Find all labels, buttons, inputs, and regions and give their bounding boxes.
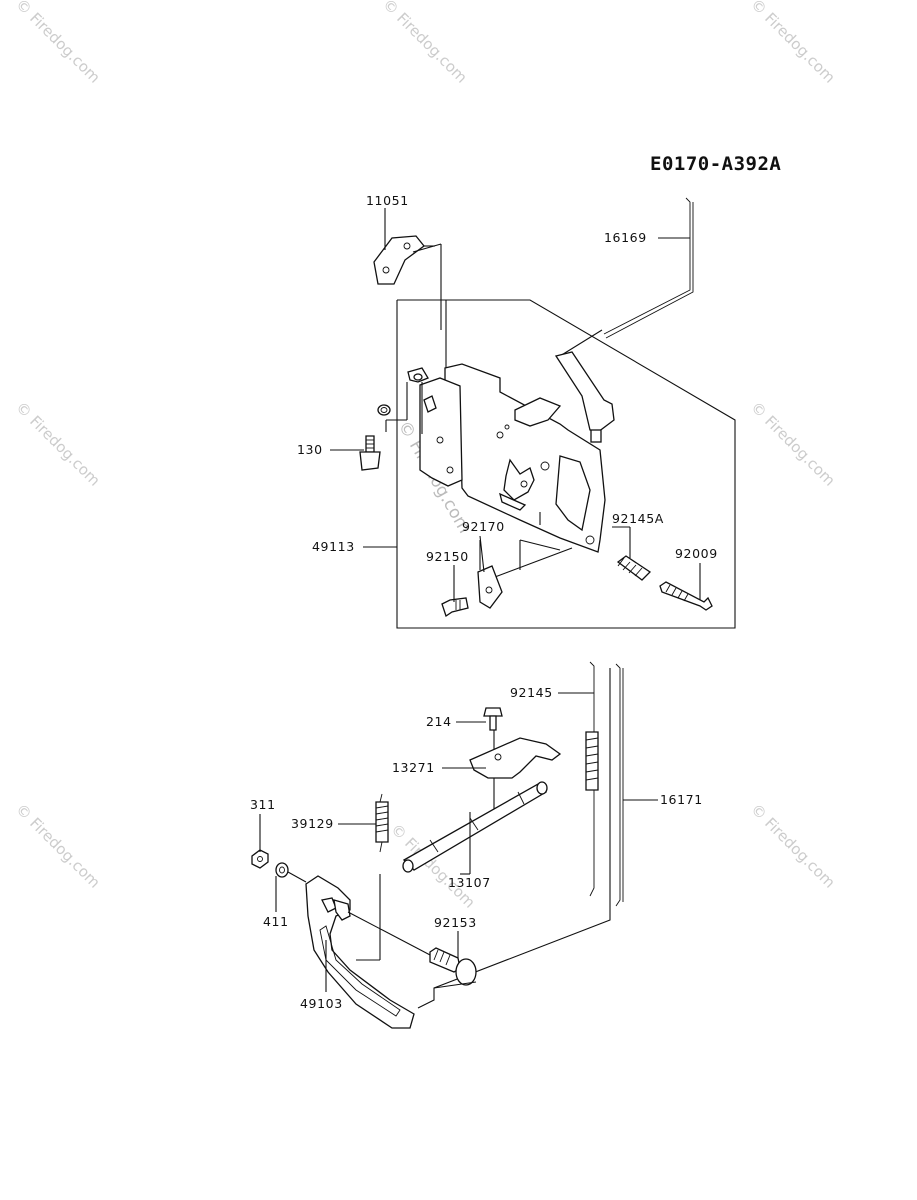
- watermark-mid-right: © Firedog.com: [747, 398, 839, 490]
- watermark-text: © Firedog.com: [747, 0, 839, 87]
- lower-assembly: [251, 661, 624, 1029]
- part-411-washer: [275, 862, 289, 878]
- watermark-text: © Firedog.com: [747, 398, 839, 490]
- label-92145: 92145: [510, 685, 553, 700]
- watermark-top-left: © Firedog.com: [12, 0, 104, 87]
- watermark-text: © Firedog.com: [12, 800, 104, 892]
- label-92009: 92009: [675, 546, 718, 561]
- watermark-low-right: © Firedog.com: [747, 800, 839, 892]
- label-39129: 39129: [291, 816, 334, 831]
- part-92145-spring: [585, 661, 599, 897]
- part-16169-rod: [559, 197, 694, 357]
- part-92009-screw: [659, 581, 713, 611]
- label-92153: 92153: [434, 915, 477, 930]
- label-11051: 11051: [366, 193, 409, 208]
- part-214-screw: [483, 707, 503, 731]
- watermark-low-left: © Firedog.com: [12, 800, 104, 892]
- part-13271-plate: [469, 737, 562, 779]
- watermark-text: © Firedog.com: [379, 0, 471, 87]
- leader-lines: [259, 208, 701, 992]
- label-13107: 13107: [448, 875, 491, 890]
- watermark-text: © Firedog.com: [12, 0, 104, 87]
- part-16171-rod: [615, 663, 624, 907]
- watermark-text: © Firedog.com: [12, 398, 104, 490]
- label-92170: 92170: [462, 519, 505, 534]
- label-311: 311: [250, 797, 276, 812]
- label-92145A: 92145A: [612, 511, 664, 526]
- part-49113-plate: [407, 351, 615, 553]
- part-311-nut: [251, 849, 269, 869]
- label-214: 214: [426, 714, 452, 729]
- label-49103: 49103: [300, 996, 343, 1011]
- part-92170-nut: [477, 565, 503, 609]
- upper-assembly: [359, 197, 736, 629]
- label-16171: 16171: [660, 792, 703, 807]
- part-130-bolt: [359, 404, 391, 471]
- part-92150-bolt: [441, 597, 469, 618]
- watermark-top-mid: © Firedog.com: [379, 0, 471, 87]
- watermark-mid-left: © Firedog.com: [12, 398, 104, 490]
- part-39129-spring: [375, 793, 389, 853]
- label-49113: 49113: [312, 539, 355, 554]
- part-11051-bracket: [373, 235, 425, 285]
- label-130: 130: [297, 442, 323, 457]
- label-16169: 16169: [604, 230, 647, 245]
- label-92150: 92150: [426, 549, 469, 564]
- watermark-text: © Firedog.com: [747, 800, 839, 892]
- part-labels: 11051 16169 130 49113 92170 92145A 92150…: [250, 193, 718, 1011]
- part-92153-pin: [429, 947, 477, 989]
- assembly-outline-49113: [396, 299, 736, 629]
- label-13271: 13271: [392, 760, 435, 775]
- watermark-top-right: © Firedog.com: [747, 0, 839, 87]
- label-411: 411: [263, 914, 289, 929]
- diagram-code: E0170-A392A: [650, 153, 781, 175]
- part-13107-shaft: [402, 781, 548, 873]
- part-92145A-spring: [616, 555, 652, 581]
